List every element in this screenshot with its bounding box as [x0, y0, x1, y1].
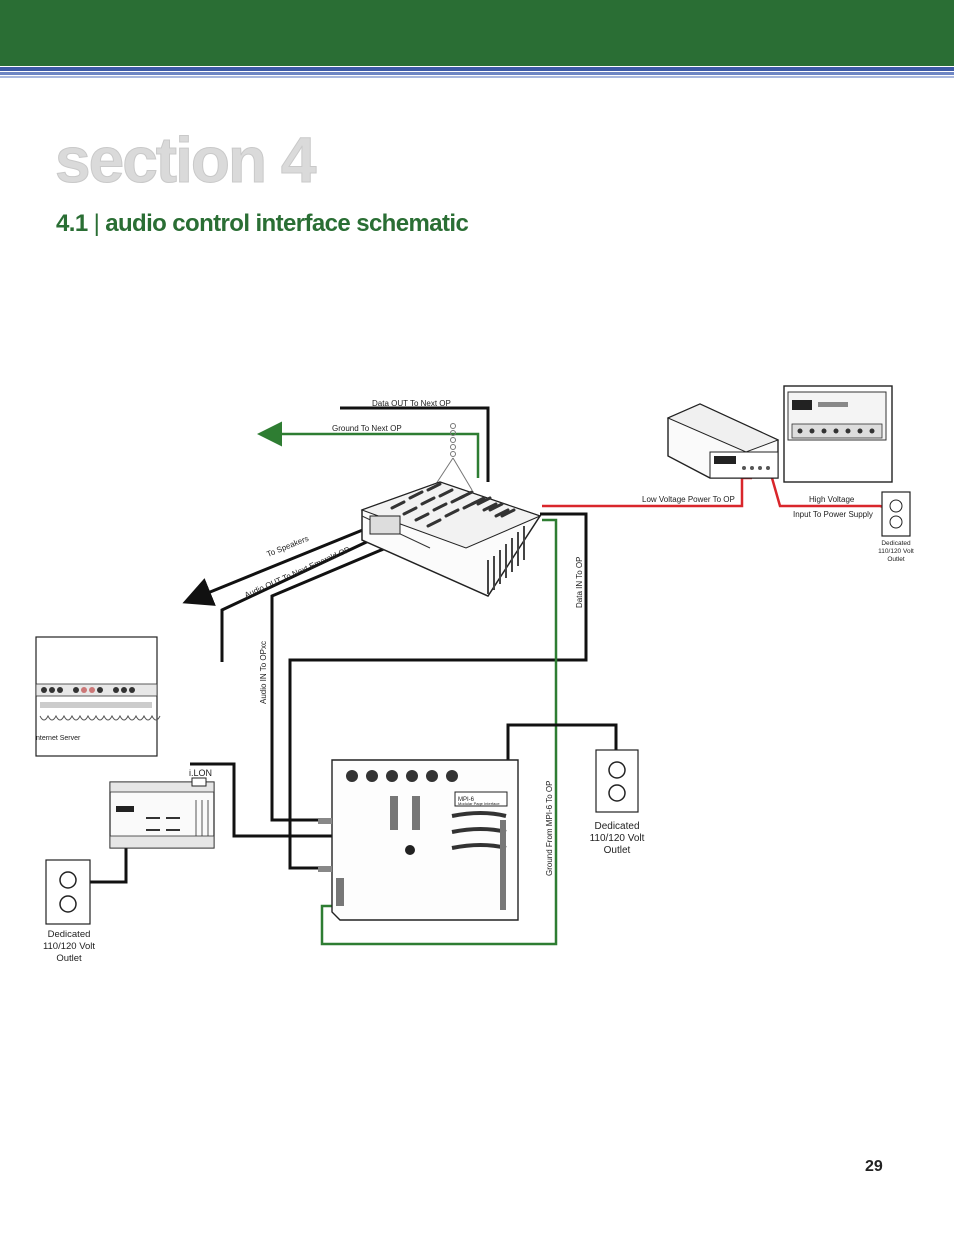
- outlet-middle: [595, 749, 639, 813]
- label-mpi-name: Modular Page Interface: [458, 801, 500, 806]
- header-rule: [0, 72, 954, 75]
- label-data-out: Data OUT To Next OP: [372, 399, 451, 408]
- wire-high-voltage: [770, 477, 896, 512]
- label-data-in: Data IN To OP: [575, 557, 584, 608]
- subsection-title: 4.1|audio control interface schematic: [56, 210, 469, 238]
- page-number: 29: [865, 1158, 883, 1175]
- outlet-label-middle: Outlet: [604, 845, 631, 856]
- label-ilon: i.LON: [189, 768, 212, 778]
- label-high-voltage-1: High Voltage: [809, 495, 855, 504]
- wire-ground-from: [320, 518, 558, 946]
- outlet-label-left: Outlet: [56, 953, 82, 964]
- header-rule: [0, 67, 954, 71]
- outlet-label-top-right: Dedicated: [881, 540, 911, 547]
- header-rule: [0, 76, 954, 78]
- subsection-separator: |: [93, 210, 100, 237]
- internet-server: [35, 636, 161, 757]
- low-voltage-power-supply: [666, 403, 780, 479]
- chain-hanger: [431, 423, 473, 491]
- label-ground-next: Ground To Next OP: [332, 424, 402, 433]
- subsection-title-text: audio control interface schematic: [105, 210, 469, 237]
- wire-mpi-power: [506, 723, 618, 770]
- outlet-top-right: [881, 491, 911, 537]
- outlet-label-top-right: Outlet: [887, 556, 905, 563]
- section-title: section 4: [54, 124, 316, 196]
- header-bar: [0, 0, 954, 66]
- label-audio-in: Audio IN To OPxc: [259, 641, 268, 704]
- wire-data-in: [288, 512, 588, 870]
- outlet-label-left: 110/120 Volt: [43, 941, 95, 952]
- label-low-voltage: Low Voltage Power To OP: [642, 495, 735, 504]
- wire-audio-out: [220, 528, 393, 662]
- outlet-label-middle: 110/120 Volt: [590, 833, 645, 844]
- wire-audio-in: [270, 538, 406, 822]
- label-mpi-model: MPI-6: [458, 797, 475, 803]
- outlet-label-left: Dedicated: [48, 929, 91, 940]
- ilon-device: [109, 777, 215, 849]
- wire-ilon-mpi: [190, 762, 332, 838]
- outlet-left: [45, 859, 91, 925]
- label-ground-from: Ground From MPI-6 To OP: [545, 781, 554, 876]
- wire-data-out: [340, 406, 490, 482]
- outlet-label-top-right: 110/120 Volt: [878, 548, 914, 555]
- wire-ground-next: [257, 421, 480, 478]
- mpi6-board: [318, 759, 519, 921]
- high-voltage-power-supply: [783, 385, 893, 483]
- subsection-number: 4.1: [56, 210, 88, 237]
- outlet-label-middle: Dedicated: [594, 821, 639, 832]
- label-internet-server: nternet Server: [36, 735, 81, 742]
- operator-panel: [360, 481, 542, 597]
- label-high-voltage-2: Input To Power Supply: [793, 510, 873, 519]
- wire-to-speakers: [182, 523, 376, 606]
